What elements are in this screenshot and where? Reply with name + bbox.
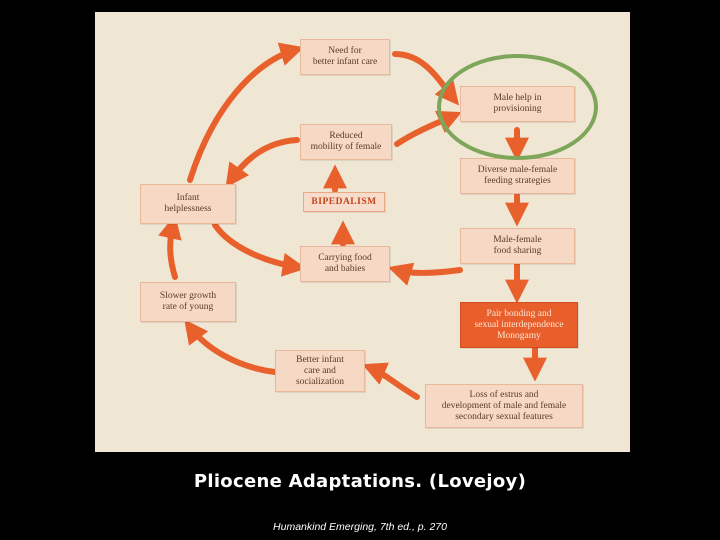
- node-need-infant-care: Need for better infant care: [300, 39, 390, 75]
- arrow-better-to-slower: [184, 319, 278, 375]
- arrow-slower-to-infant: [158, 214, 182, 280]
- arrow-loss-to-carrying: [387, 262, 463, 286]
- arrow-infant-to-need: [187, 42, 305, 183]
- node-carrying-food: Carrying food and babies: [300, 246, 390, 282]
- slide-caption: Pliocene Adaptations. (Lovejoy): [193, 471, 527, 492]
- node-food-sharing: Male-female food sharing: [460, 228, 575, 264]
- arrow-reduced-to-infant: [225, 137, 300, 188]
- node-slower-growth: Slower growth rate of young: [140, 282, 236, 322]
- arrow-loss-to-better: [362, 362, 420, 400]
- node-feeding-strategies: Diverse male-female feeding strategies: [460, 158, 575, 194]
- node-better-care: Better infant care and socialization: [275, 350, 365, 392]
- slide-source: Humankind Emerging, 7th ed., p. 270: [273, 521, 447, 533]
- node-reduced-mobility: Reduced mobility of female: [300, 124, 392, 160]
- node-pair-bonding: Pair bonding and sexual interdependence …: [460, 302, 578, 348]
- highlight-circle: [437, 54, 598, 160]
- node-infant-helplessness: Infant helplessness: [140, 184, 236, 224]
- node-bipedalism: BIPEDALISM: [303, 192, 385, 212]
- node-estrus-loss: Loss of estrus and development of male a…: [425, 384, 583, 428]
- arrow-infant-to-carrying: [212, 222, 307, 277]
